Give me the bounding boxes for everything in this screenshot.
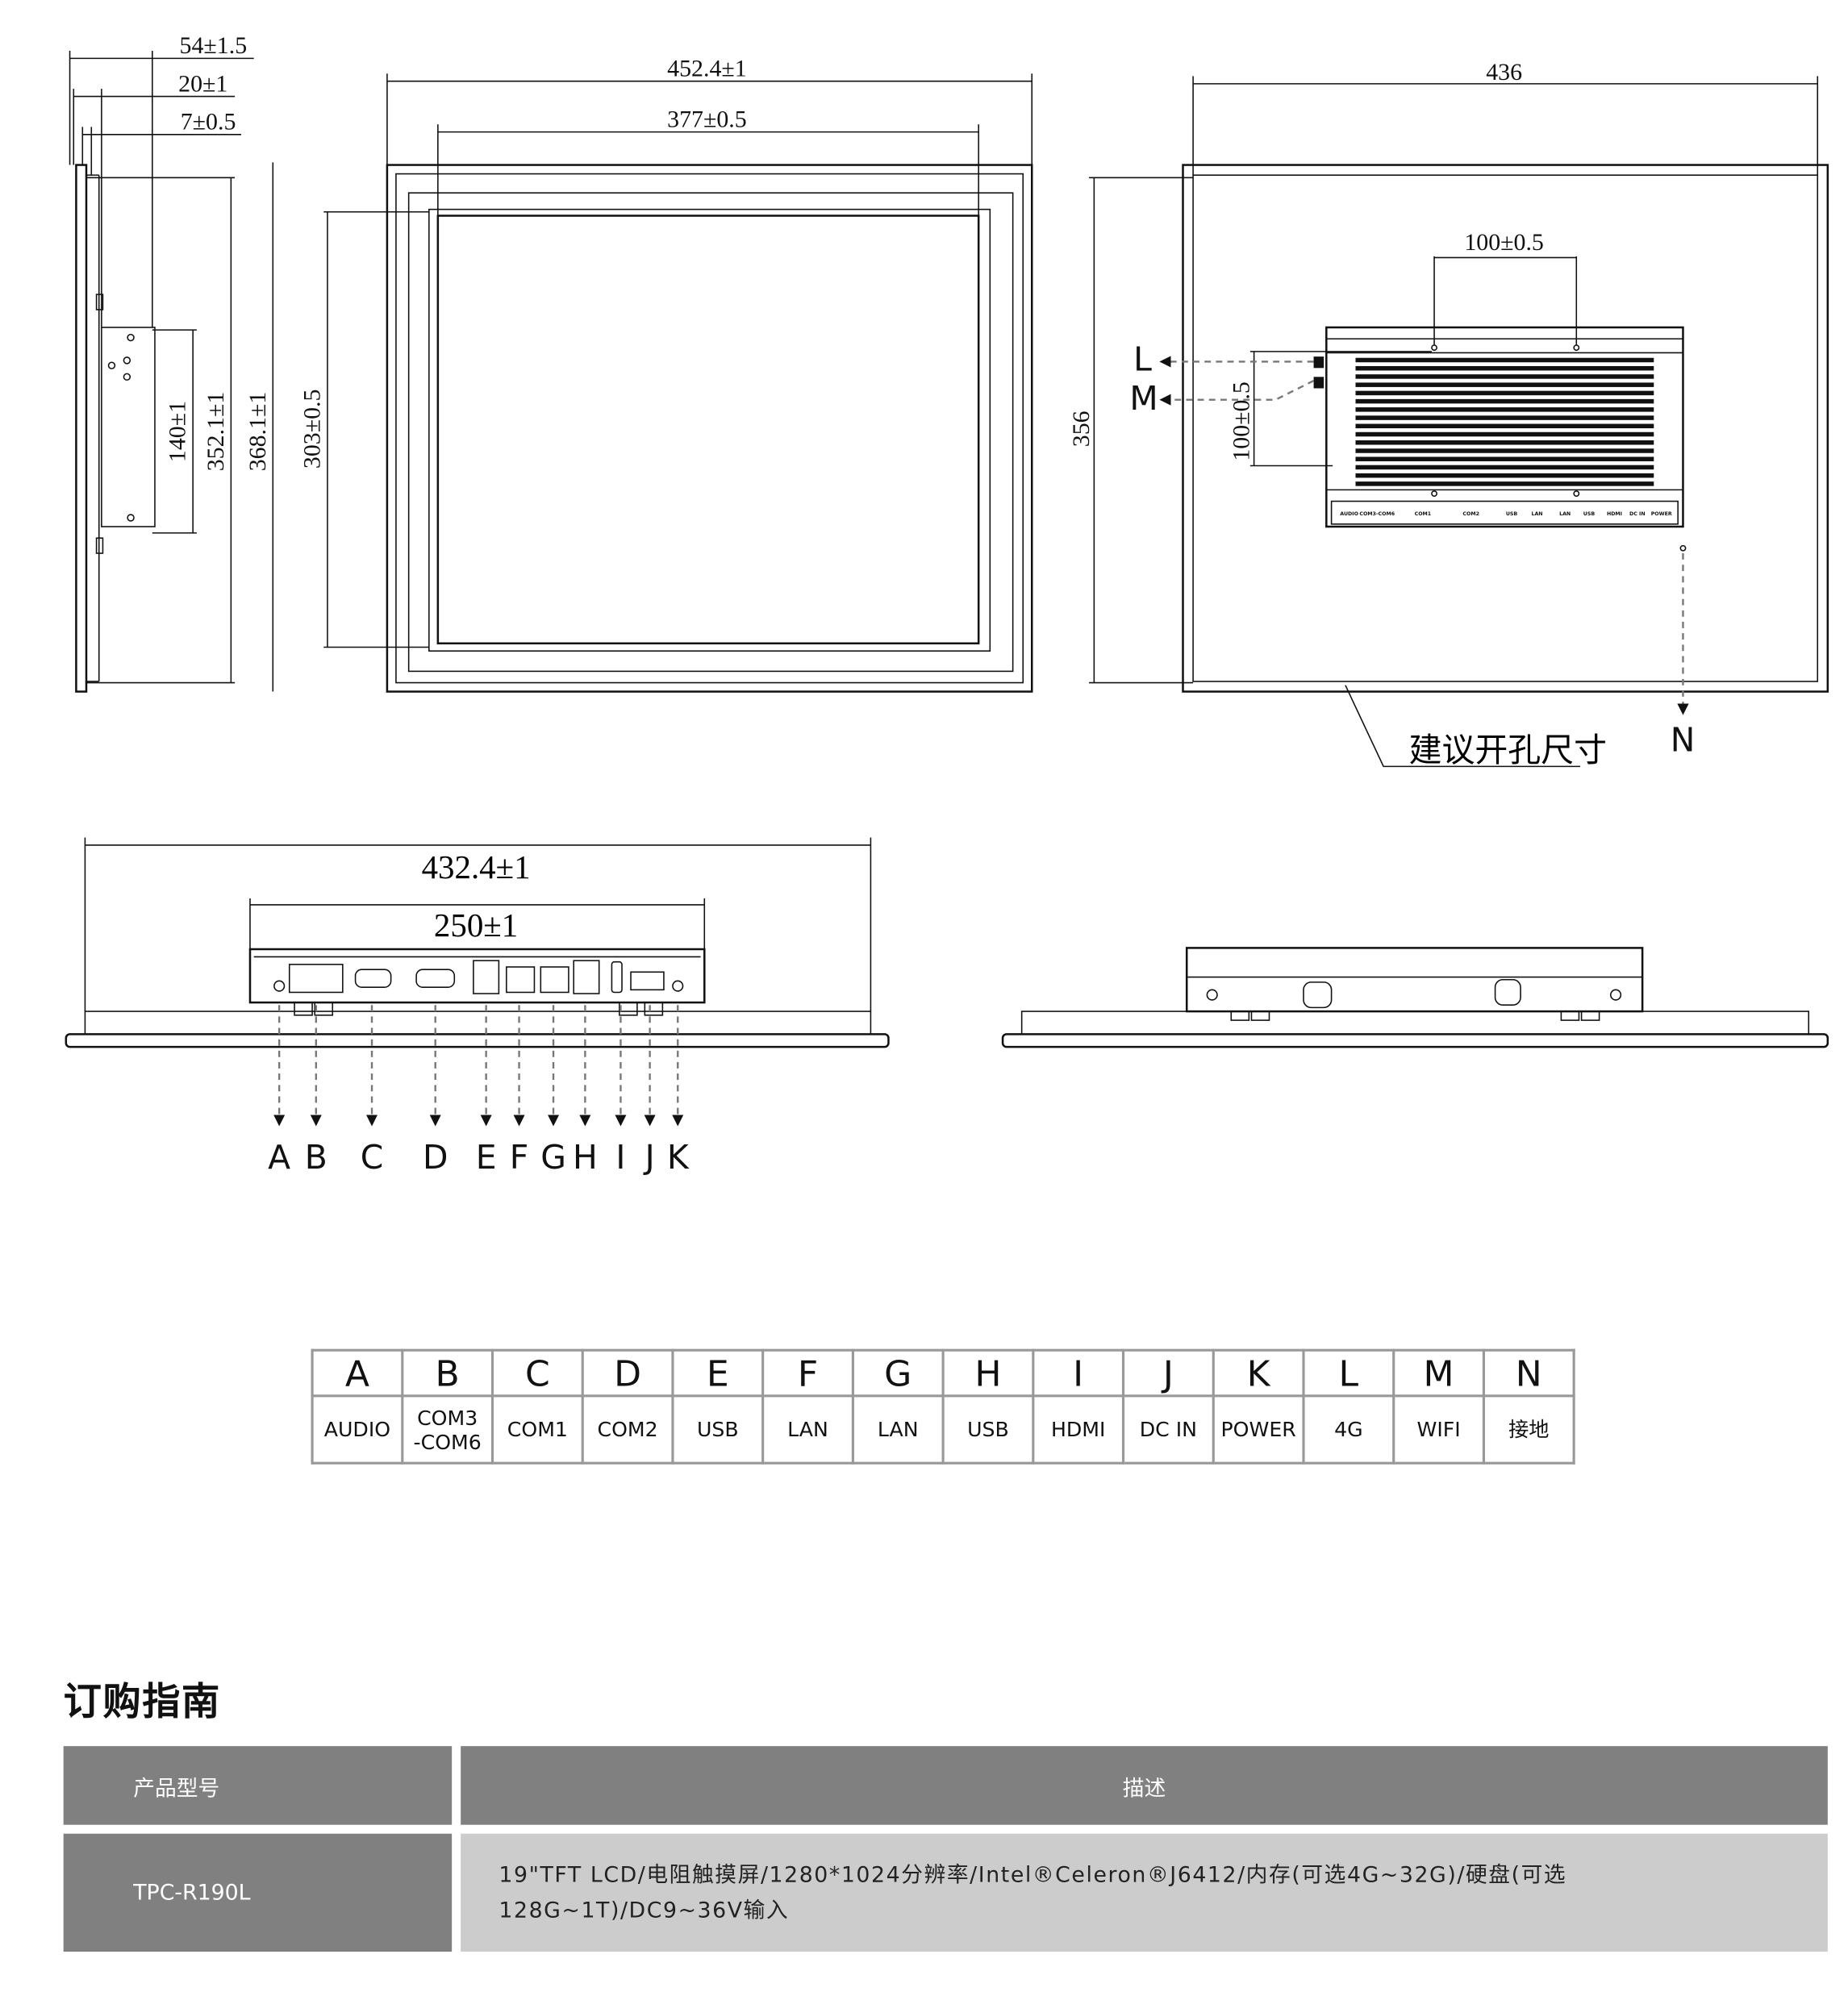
callout-n: N bbox=[1671, 721, 1696, 760]
dim-back-height: 356 bbox=[1068, 410, 1095, 447]
box-port-label: COM3-COM6 bbox=[1359, 511, 1395, 517]
port-letter: L bbox=[1302, 1348, 1395, 1398]
port-letter: N bbox=[1482, 1348, 1575, 1398]
port-letter: E bbox=[671, 1348, 765, 1398]
box-port-label: HDMI bbox=[1607, 511, 1622, 517]
port-letter: C bbox=[490, 1348, 584, 1398]
callout-j: J bbox=[643, 1138, 655, 1177]
heatsink-fin bbox=[1355, 456, 1654, 461]
dim-depth-panel: 7±0.5 bbox=[181, 108, 236, 135]
product-description: 19"TFT LCD/电阻触摸屏/1280*1024分辨率/Intel®Cele… bbox=[461, 1833, 1828, 1952]
dim-screen-height: 303±0.5 bbox=[299, 390, 326, 469]
box-port-label: AUDIO bbox=[1340, 511, 1358, 517]
heatsink-fin bbox=[1355, 423, 1654, 429]
order-guide-title: 订购指南 bbox=[63, 1680, 221, 1725]
box-port-label: LAN bbox=[1559, 511, 1571, 517]
callout-d: D bbox=[423, 1138, 448, 1177]
port-name: WIFI bbox=[1392, 1394, 1485, 1465]
box-port-label: POWER bbox=[1651, 511, 1672, 517]
port-name: 4G bbox=[1302, 1394, 1395, 1465]
side-view: 54±1.5 20±1 7±0.5 140±1 352.1±1 368.1±1 bbox=[69, 32, 274, 693]
dim-cutout-height: 352.1±1 bbox=[202, 392, 229, 472]
callout-m: M bbox=[1129, 379, 1158, 418]
dim-mount-vertical: 100±0.5 bbox=[1228, 381, 1254, 461]
port-name: DC IN bbox=[1121, 1394, 1215, 1465]
dim-bottom-width: 432.4±1 bbox=[422, 849, 531, 885]
heatsink-fin bbox=[1355, 390, 1654, 396]
technical-drawings: 54±1.5 20±1 7±0.5 140±1 352.1±1 368.1±1 … bbox=[65, 32, 1829, 1177]
header-description: 描述 bbox=[461, 1746, 1828, 1825]
box-port-label: USB bbox=[1506, 511, 1518, 517]
box-port-label: LAN bbox=[1531, 511, 1542, 517]
port-letter: M bbox=[1392, 1348, 1485, 1398]
callout-e: E bbox=[476, 1138, 497, 1177]
heatsink-fin bbox=[1355, 407, 1654, 412]
box-port-label: USB bbox=[1583, 511, 1596, 517]
port-letter: B bbox=[401, 1348, 494, 1398]
callout-b: B bbox=[305, 1138, 327, 1177]
port-letter: F bbox=[761, 1348, 854, 1398]
port-name: USB bbox=[941, 1394, 1035, 1465]
dim-depth-total: 54±1.5 bbox=[180, 32, 248, 59]
heatsink-fin bbox=[1355, 473, 1654, 478]
heatsink-fin bbox=[1355, 465, 1654, 470]
cutout-note: 建议开孔尺寸 bbox=[1409, 731, 1607, 769]
port-letter: J bbox=[1121, 1348, 1215, 1398]
callout-f: F bbox=[510, 1138, 529, 1177]
port-letter: I bbox=[1032, 1348, 1125, 1398]
dim-box-width: 250±1 bbox=[434, 907, 518, 944]
port-name: COM3 -COM6 bbox=[401, 1394, 494, 1465]
heatsink-fin bbox=[1355, 431, 1654, 437]
port-name: AUDIO bbox=[311, 1394, 404, 1465]
callout-h: H bbox=[573, 1138, 598, 1177]
box-port-label: DC IN bbox=[1629, 511, 1646, 517]
port-letter: H bbox=[941, 1348, 1035, 1398]
port-name: POWER bbox=[1212, 1394, 1305, 1465]
port-name: COM2 bbox=[581, 1394, 674, 1465]
port-name: LAN bbox=[851, 1394, 945, 1465]
port-letter: K bbox=[1212, 1348, 1305, 1398]
box-port-label: COM1 bbox=[1415, 511, 1432, 517]
heatsink-fin bbox=[1355, 374, 1654, 379]
callout-i: I bbox=[615, 1138, 625, 1177]
port-letter: A bbox=[311, 1348, 404, 1398]
dim-screen-width: 377±0.5 bbox=[667, 106, 747, 132]
product-model: TPC-R190L bbox=[63, 1833, 453, 1952]
heatsink-fin bbox=[1355, 415, 1654, 420]
heatsink-fin bbox=[1355, 440, 1654, 445]
dim-depth-box: 20±1 bbox=[178, 70, 227, 97]
port-name: LAN bbox=[761, 1394, 854, 1465]
callout-l: L bbox=[1133, 340, 1152, 378]
heatsink-fin bbox=[1355, 481, 1654, 486]
port-name: USB bbox=[671, 1394, 765, 1465]
callout-k: K bbox=[667, 1138, 690, 1177]
dim-front-width: 452.4±1 bbox=[667, 55, 747, 81]
heatsink-fin bbox=[1355, 357, 1654, 363]
dim-back-width: 436 bbox=[1486, 59, 1522, 85]
callout-g: G bbox=[540, 1138, 566, 1177]
port-name: HDMI bbox=[1032, 1394, 1125, 1465]
bottom-view-back bbox=[1001, 947, 1829, 1048]
header-model: 产品型号 bbox=[63, 1746, 453, 1825]
port-name: COM1 bbox=[490, 1394, 584, 1465]
callout-c: C bbox=[361, 1138, 384, 1177]
heatsink-fin bbox=[1355, 365, 1654, 371]
dim-panel-height: 368.1±1 bbox=[244, 392, 271, 472]
port-name: 接地 bbox=[1482, 1394, 1575, 1465]
port-letter: G bbox=[851, 1348, 945, 1398]
dim-mount-horizontal: 100±0.5 bbox=[1464, 229, 1544, 256]
dim-box-height: 140±1 bbox=[165, 401, 191, 462]
heatsink-fin bbox=[1355, 448, 1654, 453]
port-letter: D bbox=[581, 1348, 674, 1398]
callout-a: A bbox=[268, 1138, 290, 1177]
heatsink-fin bbox=[1355, 398, 1654, 404]
box-port-label: COM2 bbox=[1462, 511, 1479, 517]
heatsink-fin bbox=[1355, 382, 1654, 387]
front-view: 452.4±1 377±0.5 303±0.5 bbox=[299, 55, 1033, 693]
